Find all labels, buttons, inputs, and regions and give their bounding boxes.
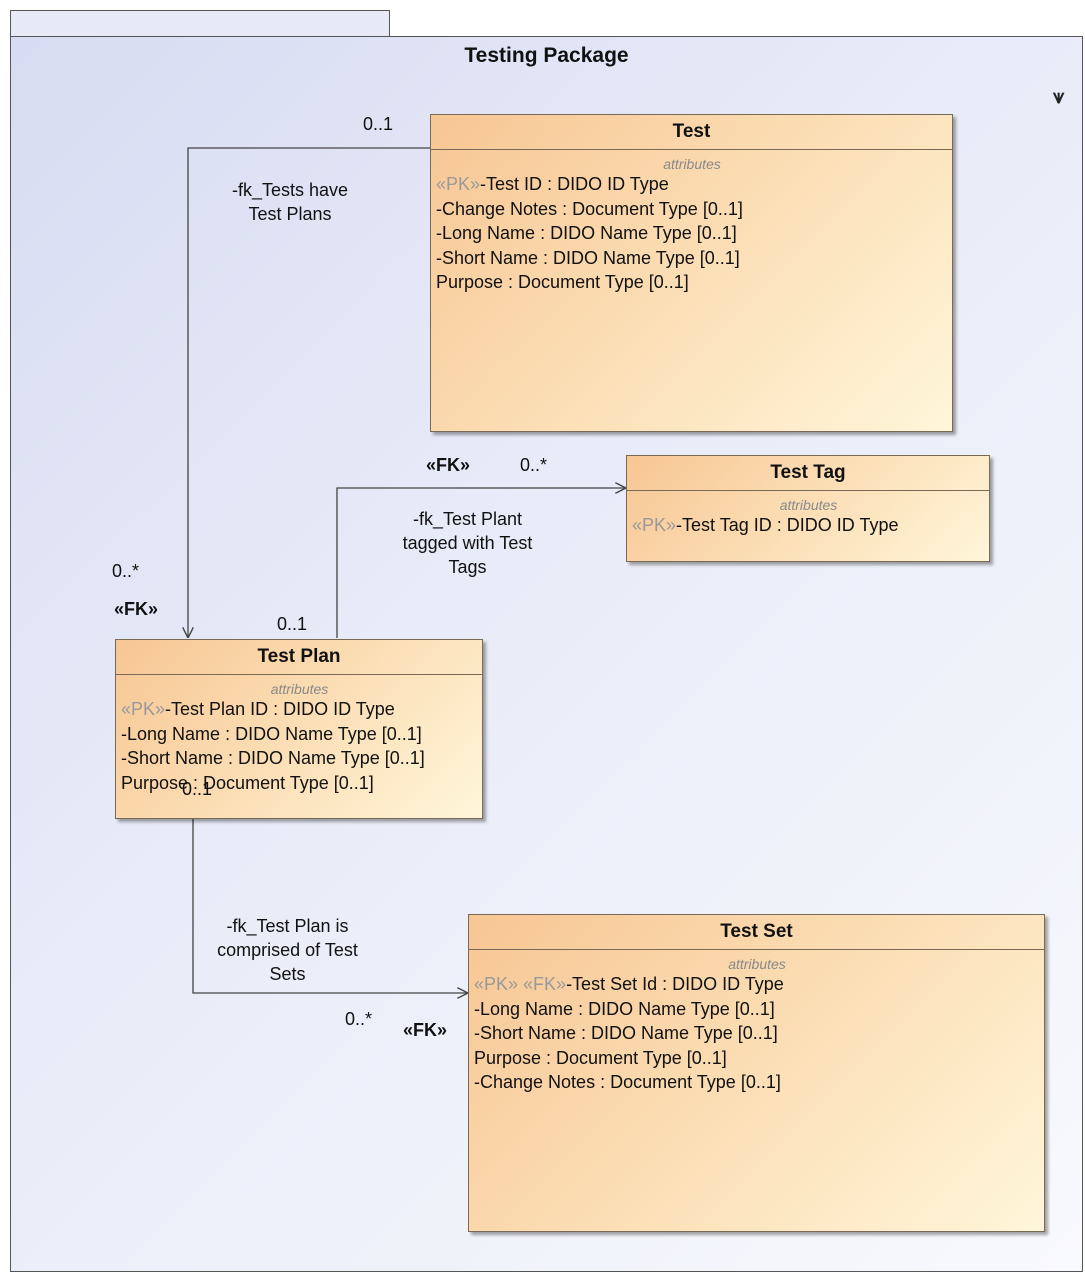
attribute-type: : DIDO ID Type bbox=[771, 515, 899, 535]
role-stereotype-label: «FK» bbox=[426, 455, 471, 475]
association-plan-sets-line bbox=[192, 818, 468, 993]
attribute-type: : DIDO Name Type [0..1] bbox=[538, 247, 740, 268]
attribute-type: : DIDO Name Type [0..1] bbox=[220, 723, 422, 744]
attribute-type: : Document Type [0..1] bbox=[503, 272, 689, 292]
class-test-set[interactable]: Test Set attributes «PK» «FK»-Test Set I… bbox=[468, 914, 1045, 1232]
attribute-name: -Short Name bbox=[436, 247, 539, 268]
attribute-stereotype: «PK» bbox=[632, 515, 677, 535]
attribute[interactable]: -Short Name : DIDO Name Type [0..1] bbox=[436, 246, 948, 271]
attribute-name: -Long Name bbox=[474, 998, 574, 1019]
attribute-type: : Document Type [0..1] bbox=[557, 198, 743, 219]
attribute[interactable]: «PK»-Test Plan ID : DIDO ID Type bbox=[121, 697, 478, 722]
attribute[interactable]: -Change Notes : Document Type [0..1] bbox=[474, 1070, 1040, 1095]
attribute[interactable]: -Short Name : DIDO Name Type [0..1] bbox=[121, 746, 478, 771]
attribute-name: -Test Set Id bbox=[566, 974, 658, 994]
attribute[interactable]: Purpose : Document Type [0..1] bbox=[474, 1046, 1040, 1071]
attribute[interactable]: «PK»-Test Tag ID : DIDO ID Type bbox=[632, 513, 985, 538]
attribute-name: -Short Name bbox=[474, 1023, 577, 1043]
attribute-name: -Change Notes bbox=[436, 198, 558, 219]
attribute[interactable]: Purpose : Document Type [0..1] bbox=[121, 771, 478, 796]
attribute[interactable]: «PK»-Test ID : DIDO ID Type bbox=[436, 172, 948, 197]
attribute-name: -Test Tag ID bbox=[676, 515, 772, 535]
attribute-type: : DIDO Name Type [0..1] bbox=[535, 223, 737, 243]
attribute-type: : Document Type [0..1] bbox=[188, 772, 374, 793]
attribute[interactable]: -Change Notes : Document Type [0..1] bbox=[436, 197, 948, 222]
class-name: Test Tag bbox=[627, 456, 989, 491]
association-plan-tags-line bbox=[336, 488, 626, 638]
compartment-label: attributes bbox=[270, 681, 329, 697]
class-test-tag[interactable]: Test Tag attributes «PK»-Test Tag ID : D… bbox=[626, 455, 990, 562]
attribute-type: : DIDO ID Type bbox=[542, 174, 669, 194]
attribute-name: -Long Name bbox=[121, 723, 221, 744]
multiplicity-label: 0..1 bbox=[182, 779, 213, 799]
attribute[interactable]: -Long Name : DIDO Name Type [0..1] bbox=[436, 221, 948, 246]
attribute-name: -Change Notes bbox=[474, 1072, 596, 1092]
attributes-compartment: attributes «PK»-Test Plan ID : DIDO ID T… bbox=[116, 675, 482, 795]
attribute[interactable]: -Short Name : DIDO Name Type [0..1] bbox=[474, 1021, 1040, 1046]
attributes-compartment: attributes «PK» «FK»-Test Set Id : DIDO … bbox=[469, 950, 1044, 1095]
class-name: Test bbox=[431, 115, 952, 150]
attribute-name: -Short Name bbox=[121, 748, 224, 768]
package-structure-icon: ⩛ bbox=[1053, 86, 1065, 108]
class-name: Test Set bbox=[469, 915, 1044, 950]
attributes-compartment: attributes «PK»-Test Tag ID : DIDO ID Ty… bbox=[627, 491, 989, 538]
attribute-name: -Test ID bbox=[480, 174, 543, 194]
role-stereotype-label: «FK» bbox=[114, 599, 159, 619]
multiplicity-label: 0..1 bbox=[363, 114, 394, 134]
attribute-type: : DIDO ID Type bbox=[268, 699, 395, 719]
class-test[interactable]: Test attributes «PK»-Test ID : DIDO ID T… bbox=[430, 114, 953, 432]
attribute[interactable]: «PK» «FK»-Test Set Id : DIDO ID Type bbox=[474, 972, 1040, 997]
role-stereotype-label: «FK» bbox=[403, 1020, 448, 1040]
multiplicity-label: 0..1 bbox=[277, 614, 308, 634]
association-name-plan-tags[interactable]: -fk_Test Plant tagged with Test Tags bbox=[402, 509, 533, 577]
association-name-tests-plans[interactable]: -fk_Tests have Test Plans bbox=[231, 180, 349, 224]
compartment-label: attributes bbox=[663, 156, 721, 172]
multiplicity-label: 0..* bbox=[345, 1009, 373, 1029]
class-test-plan[interactable]: Test Plan attributes «PK»-Test Plan ID :… bbox=[115, 639, 483, 819]
attribute-type: : Document Type [0..1] bbox=[595, 1072, 781, 1092]
attribute-name: -Long Name bbox=[436, 223, 536, 243]
association-tests-plans-line bbox=[188, 147, 430, 638]
attribute[interactable]: -Long Name : DIDO Name Type [0..1] bbox=[474, 997, 1040, 1022]
compartment-label: attributes bbox=[728, 956, 786, 972]
attribute[interactable]: -Long Name : DIDO Name Type [0..1] bbox=[121, 722, 478, 747]
attribute-stereotype: «PK» «FK» bbox=[474, 974, 567, 994]
package-tab bbox=[10, 10, 390, 36]
attribute-type: : Document Type [0..1] bbox=[541, 1047, 727, 1068]
attribute-name: Purpose bbox=[436, 272, 504, 292]
attribute-name: Purpose bbox=[121, 772, 189, 793]
attribute-type: : DIDO ID Type bbox=[657, 974, 784, 994]
association-name-plan-sets[interactable]: -fk_Test Plan is comprised of Test Sets bbox=[217, 916, 358, 984]
compartment-label: attributes bbox=[779, 497, 838, 513]
multiplicity-label: 0..* bbox=[112, 561, 140, 581]
package-title: Testing Package bbox=[464, 44, 629, 67]
class-name: Test Plan bbox=[116, 640, 482, 675]
attribute-type: : DIDO Name Type [0..1] bbox=[223, 748, 425, 768]
attribute-type: : DIDO Name Type [0..1] bbox=[573, 998, 775, 1019]
multiplicity-label: 0..* bbox=[520, 455, 548, 475]
attribute-stereotype: «PK» bbox=[436, 174, 481, 194]
attribute-name: -Test Plan ID bbox=[165, 699, 269, 719]
attribute[interactable]: Purpose : Document Type [0..1] bbox=[436, 270, 948, 295]
attribute-name: Purpose bbox=[474, 1047, 542, 1068]
attribute-stereotype: «PK» bbox=[121, 699, 166, 719]
attribute-type: : DIDO Name Type [0..1] bbox=[576, 1023, 778, 1043]
attributes-compartment: attributes «PK»-Test ID : DIDO ID Type -… bbox=[431, 150, 952, 295]
